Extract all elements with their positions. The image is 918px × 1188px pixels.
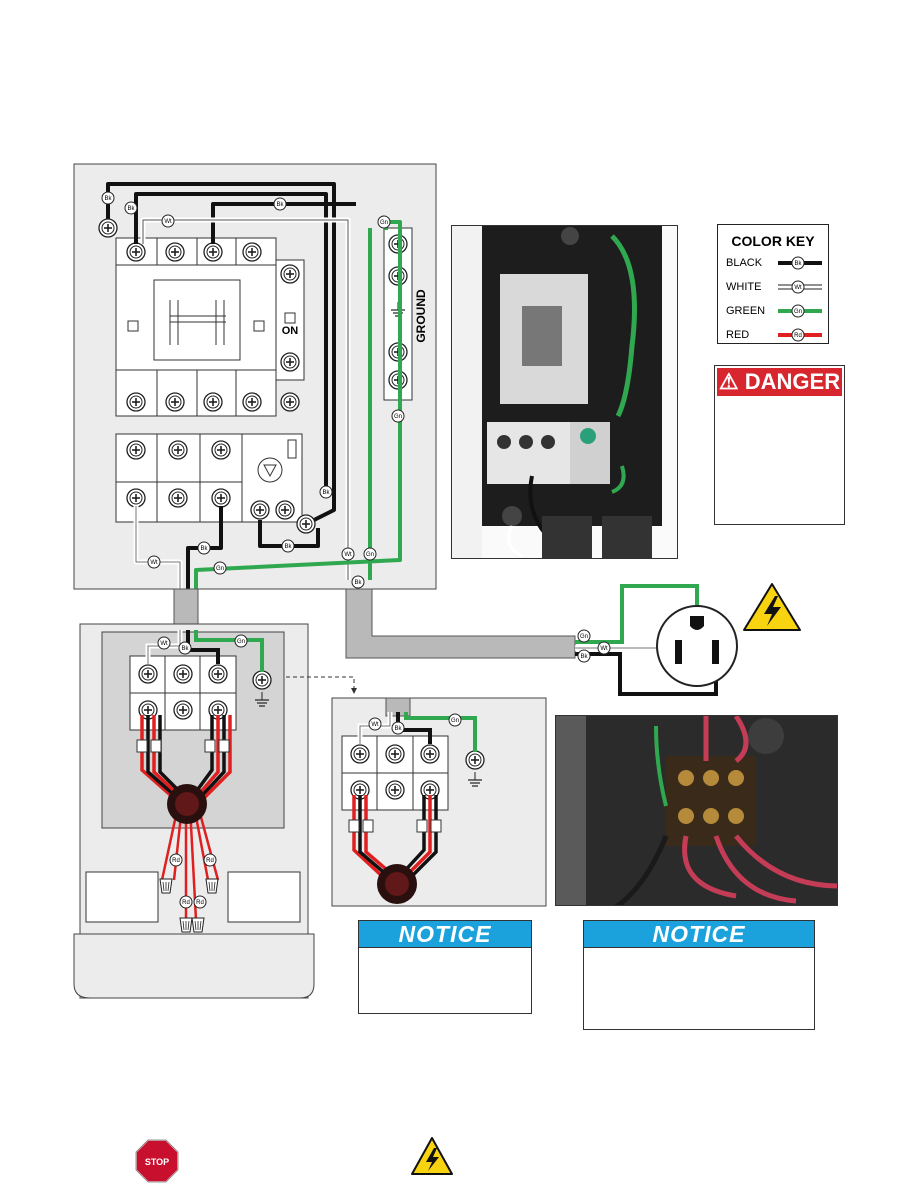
wire-tag-green: Gn [363, 547, 377, 561]
svg-text:Gn: Gn [380, 220, 388, 226]
svg-text:Gn: Gn [580, 634, 588, 640]
wire-tag-black: Bk [197, 541, 211, 555]
svg-text:STOP: STOP [145, 1157, 169, 1167]
svg-text:Bk: Bk [181, 646, 189, 652]
svg-text:Wt: Wt [371, 722, 379, 728]
color-key-black: BLACK [726, 257, 763, 269]
svg-text:Wt: Wt [794, 285, 802, 291]
detail-pointer [286, 676, 355, 690]
svg-text:Bk: Bk [580, 654, 588, 660]
svg-text:Bk: Bk [284, 544, 292, 550]
key-tag-green: Gn [791, 304, 805, 318]
svg-text:Bk: Bk [127, 206, 135, 212]
wire-tag-green: Gn [377, 215, 391, 229]
wire-tag-green: Gn [391, 409, 405, 423]
motor-note-left [85, 871, 159, 923]
wire-tag-black: Bk [319, 485, 333, 499]
svg-text:Bk: Bk [322, 490, 330, 496]
wire-tag-black: Bk [391, 721, 405, 735]
svg-text:Rd: Rd [794, 333, 802, 339]
svg-text:Bk: Bk [276, 202, 284, 208]
svg-text:Rd: Rd [172, 858, 180, 864]
wire-tag-green: Gn [577, 629, 591, 643]
color-key-white: WHITE [726, 281, 762, 293]
motor-note-right [227, 871, 301, 923]
danger-box: ⚠ DANGER [714, 365, 845, 525]
svg-text:Gn: Gn [394, 414, 402, 420]
wire-tag-black: Bk [178, 641, 192, 655]
svg-text:Bk: Bk [394, 726, 402, 732]
svg-text:Gn: Gn [451, 718, 459, 724]
wire-tag-white: Wt [161, 214, 175, 228]
svg-text:Wt: Wt [164, 219, 172, 225]
wire-tag-green: Gn [213, 561, 227, 575]
svg-text:Wt: Wt [160, 641, 168, 647]
on-label: ON [282, 325, 299, 337]
wire-tag-black: Bk [351, 575, 365, 589]
receptacle-icon [656, 605, 738, 687]
wire-tag-black: Bk [124, 201, 138, 215]
danger-triangle-icon: ⚠ [718, 369, 739, 394]
key-tag-white: Wt [791, 280, 805, 294]
wire-tag-red: Rd [179, 895, 193, 909]
notice-box-2: NOTICE [583, 920, 815, 1030]
wire-tag-white: Wt [157, 636, 171, 650]
color-key: COLOR KEY BLACK WHITE GREEN RED Bk Wt Gn… [717, 224, 829, 344]
wire-tag-white: Wt [368, 717, 382, 731]
color-key-green: GREEN [726, 305, 766, 317]
svg-text:Wt: Wt [344, 552, 352, 558]
svg-text:Rd: Rd [182, 900, 190, 906]
electrical-warning-icon [411, 1137, 453, 1175]
notice-box-1: NOTICE [358, 920, 532, 1014]
color-key-red: RED [726, 329, 750, 341]
notice-header-1: NOTICE [359, 921, 531, 948]
danger-label: DANGER [744, 369, 841, 394]
overload-relay [115, 433, 303, 523]
svg-text:Bk: Bk [104, 196, 112, 202]
wire-tag-green: Gn [234, 634, 248, 648]
ground-label: GROUND [414, 289, 428, 343]
motor-terminal-photo-graphic [556, 716, 837, 905]
notice-header-2: NOTICE [584, 921, 814, 948]
color-key-title: COLOR KEY [731, 233, 815, 249]
svg-text:Gn: Gn [794, 309, 802, 315]
electrical-hazard-icon [743, 583, 801, 631]
contactor: ON [115, 237, 305, 417]
power-cord-conduit [345, 588, 576, 659]
control-box-photo-graphic [452, 226, 662, 558]
motor-terminal-photo [555, 715, 838, 906]
wire-tag-black: Bk [101, 191, 115, 205]
panel-wire-tags: Bk Bk Wt Bk Gn Gn Bk Bk Bk Wt Gn Wt Gn B… [98, 191, 405, 589]
svg-text:Gn: Gn [366, 552, 374, 558]
wire-tag-black: Bk [273, 197, 287, 211]
wire-tag-red: Rd [169, 853, 183, 867]
wire-tag-black: Bk [281, 539, 295, 553]
svg-text:Bk: Bk [354, 580, 362, 586]
wire-tag-white: Wt [147, 555, 161, 569]
wire-tag-white: Wt [341, 547, 355, 561]
danger-header: ⚠ DANGER [717, 368, 842, 396]
wire-tag-black: Bk [577, 649, 591, 663]
wire-tag-green: Gn [448, 713, 462, 727]
svg-text:Gn: Gn [216, 566, 224, 572]
wire-tag-white: Wt [597, 641, 611, 655]
key-tag-red: Rd [791, 328, 805, 342]
svg-text:Rd: Rd [206, 858, 214, 864]
key-tag-black: Bk [791, 256, 805, 270]
wire-tag-red: Rd [193, 895, 207, 909]
color-key-swatches: Bk Wt Gn Rd [778, 256, 822, 342]
svg-text:Wt: Wt [150, 560, 158, 566]
svg-text:Bk: Bk [200, 546, 208, 552]
stop-sign-icon: STOP [135, 1139, 179, 1183]
control-box-photo [451, 225, 678, 559]
svg-text:Wt: Wt [600, 646, 608, 652]
svg-text:Gn: Gn [237, 639, 245, 645]
svg-text:Bk: Bk [794, 261, 802, 267]
svg-text:Rd: Rd [196, 900, 204, 906]
wire-tag-red: Rd [203, 853, 217, 867]
